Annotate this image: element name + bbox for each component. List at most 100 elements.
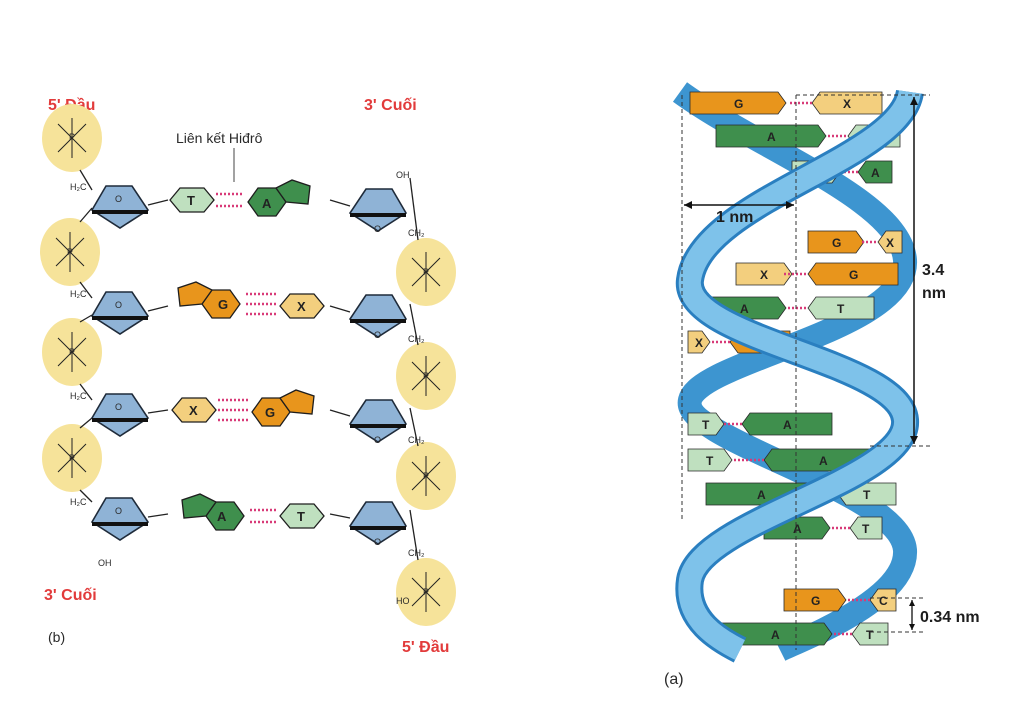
base-letter: X xyxy=(886,236,894,250)
base-letter: G xyxy=(734,97,743,111)
thymine-segment xyxy=(687,412,725,436)
base-letter: G xyxy=(218,297,228,312)
thymine-segment xyxy=(849,516,883,540)
hydroxyl-label-top: OH xyxy=(396,170,410,180)
base-letter: A xyxy=(793,522,802,536)
ring-oxygen: O xyxy=(115,194,122,204)
cytosine-segment xyxy=(811,91,883,115)
base-letter: G xyxy=(832,236,841,250)
ch2-label: CH₂ xyxy=(408,435,425,445)
chemical-structure-panel: 5' Đầu 3' Cuối Liên kết Hiđrô P P P P P … xyxy=(39,97,457,656)
base-letter: A xyxy=(767,130,776,144)
phosphorus-label: P xyxy=(69,132,75,142)
phosphorus-label: P xyxy=(69,347,75,357)
base-letter: A xyxy=(819,454,828,468)
adenine-segment xyxy=(715,124,827,148)
hydroxyl-label-bottom: OH xyxy=(98,558,112,568)
ring-oxygen: O xyxy=(374,435,381,445)
base-pair-4: A T xyxy=(181,493,325,531)
base-letter: T xyxy=(866,628,874,642)
h2c-label: H₂C xyxy=(70,182,87,192)
panel-b-label: (b) xyxy=(48,629,65,645)
phosphorus-label: P xyxy=(67,247,73,257)
ch2-label: CH₂ xyxy=(408,334,425,344)
hydrogen-bonds xyxy=(250,508,278,524)
adenine-segment xyxy=(741,412,833,436)
base-letter: X xyxy=(297,299,306,314)
hydrogen-bonds xyxy=(216,192,244,208)
ring-oxygen: O xyxy=(115,402,122,412)
base-letter: G xyxy=(849,268,858,282)
thymine-segment xyxy=(807,296,875,320)
base-letter: A xyxy=(757,488,766,502)
base-letter: A xyxy=(783,418,792,432)
base-pair-1: T A xyxy=(169,179,311,217)
base-letter: T xyxy=(837,302,845,316)
base-letter: T xyxy=(863,488,871,502)
helix-backbone-back xyxy=(672,82,917,661)
base-letter: G xyxy=(265,405,275,420)
guanine-segment xyxy=(783,588,847,612)
sugar-left-2 xyxy=(90,290,150,336)
hydrogen-bonds xyxy=(246,292,276,316)
label-5-prime-bottom: 5' Đầu xyxy=(402,639,449,656)
thymine-segment xyxy=(851,622,889,646)
glycosidic-links xyxy=(147,199,351,519)
thymine-segment xyxy=(687,448,733,472)
base-letter: T xyxy=(702,418,710,432)
h2c-label: H₂C xyxy=(70,289,87,299)
hydrogen-bonds xyxy=(218,398,248,422)
base-letter: T xyxy=(187,193,195,208)
base-pair-3: X G xyxy=(171,389,315,427)
base-letter: A xyxy=(262,196,272,211)
sugar-left-4 xyxy=(90,496,150,542)
guide-lines xyxy=(681,94,930,650)
width-arrow xyxy=(684,201,794,209)
ch2-label: CH₂ xyxy=(408,548,425,558)
panel-a-label: (a) xyxy=(664,671,684,688)
phosphorus-label: P xyxy=(69,453,75,463)
helix-backbone-front xyxy=(678,89,921,660)
base-letter: T xyxy=(862,522,870,536)
h2c-label: H₂C xyxy=(70,497,87,507)
phosphorus-label: P xyxy=(423,587,429,597)
width-label: 1 nm xyxy=(716,209,753,226)
guanine-segment xyxy=(807,262,899,286)
cytosine-segment xyxy=(877,230,903,254)
guanine-segment xyxy=(689,91,787,115)
ch2-label: CH₂ xyxy=(408,228,425,238)
cytosine-segment xyxy=(687,330,711,354)
ring-oxygen: O xyxy=(374,537,381,547)
base-letter: X xyxy=(760,268,768,282)
phosphorus-label: P xyxy=(423,371,429,381)
ho-label: HO xyxy=(396,596,410,606)
rise-label: 0.34 nm xyxy=(920,609,980,626)
label-3-prime-bottom: 3' Cuối xyxy=(44,587,97,604)
pitch-unit: nm xyxy=(922,285,946,302)
base-letter: A xyxy=(871,166,880,180)
ring-oxygen: O xyxy=(374,330,381,340)
pitch-arrow xyxy=(910,97,918,444)
label-3-prime-top: 3' Cuối xyxy=(364,97,417,114)
base-letter: G xyxy=(811,594,820,608)
base-letter: A xyxy=(740,302,749,316)
ring-oxygen: O xyxy=(115,506,122,516)
guanine-segment xyxy=(807,230,865,254)
h2c-label: H₂C xyxy=(70,391,87,401)
base-letter: T xyxy=(706,454,714,468)
phosphorus-label: P xyxy=(423,471,429,481)
adenine-base xyxy=(181,493,245,531)
ring-oxygen: O xyxy=(374,224,381,234)
phosphorus-label: P xyxy=(423,267,429,277)
base-letter: A xyxy=(771,628,780,642)
rise-arrow xyxy=(909,600,915,630)
base-pair-2: G X xyxy=(177,281,325,319)
guanine-base xyxy=(251,389,315,427)
base-letter: A xyxy=(217,509,227,524)
